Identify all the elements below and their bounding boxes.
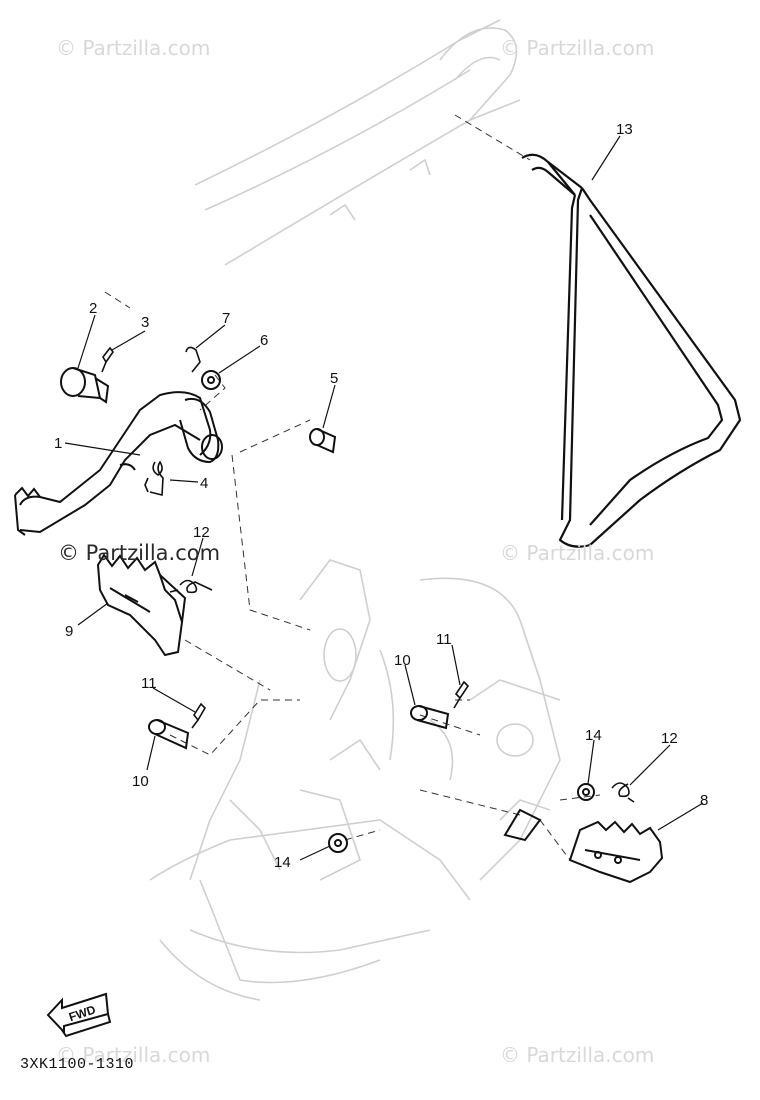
callout-4: 4 (200, 475, 208, 492)
watermark-top-right: © Partzilla.com (500, 36, 655, 60)
washer-part-6 (201, 370, 221, 390)
washer-part-14-right (577, 783, 595, 801)
footrest-part-9 (96, 553, 187, 657)
side-stand-part-13 (521, 153, 742, 548)
cotter-pin-part-11-left (191, 702, 207, 729)
watermark-bottom-left: © Partzilla.com (56, 1043, 211, 1067)
pin-part-5 (309, 428, 337, 454)
pivot-bolt-part-2 (60, 367, 110, 404)
callout-3: 3 (141, 314, 149, 331)
callout-1: 1 (54, 435, 62, 452)
drawing-code: 3XK1100-1310 (20, 1056, 135, 1073)
pin-part-10-left (148, 719, 190, 750)
cotter-pin-part-3 (101, 346, 114, 373)
callout-7: 7 (222, 310, 230, 327)
spring-part-12-upper (169, 579, 213, 594)
callout-14-lower: 14 (274, 854, 291, 871)
callout-leader-lines (64, 135, 704, 861)
brake-pedal-part-1 (14, 391, 223, 536)
fwd-arrow-icon: FWD (46, 992, 112, 1038)
cotter-pin-part-7 (185, 346, 201, 373)
cotter-pin-part-11-right (453, 680, 470, 709)
callout-5: 5 (330, 370, 338, 387)
callout-11-left: 11 (141, 675, 157, 692)
callout-13: 13 (616, 121, 633, 138)
callout-12-upper: 12 (193, 524, 210, 541)
callout-11-right: 11 (436, 631, 452, 648)
spring-part-12-right (611, 782, 635, 803)
callout-14-right: 14 (585, 727, 602, 744)
spring-part-4 (144, 460, 164, 497)
callout-10-right: 10 (394, 652, 411, 669)
callout-8: 8 (700, 792, 708, 809)
watermark-middle-right: © Partzilla.com (500, 541, 655, 565)
pin-part-10-right (410, 705, 450, 730)
washer-part-14-lower (328, 833, 348, 853)
watermark-middle-left: © Partzilla.com (58, 541, 221, 565)
callout-12-right: 12 (661, 730, 678, 747)
watermark-top-left: © Partzilla.com (56, 36, 211, 60)
watermark-bottom-right: © Partzilla.com (500, 1043, 655, 1067)
assembly-leader-lines (104, 114, 601, 861)
callout-9: 9 (65, 623, 73, 640)
callout-6: 6 (260, 332, 268, 349)
callout-10-left: 10 (132, 773, 149, 790)
frame-outline (149, 19, 561, 1001)
footrest-part-8 (503, 808, 664, 884)
callout-2: 2 (89, 300, 97, 317)
